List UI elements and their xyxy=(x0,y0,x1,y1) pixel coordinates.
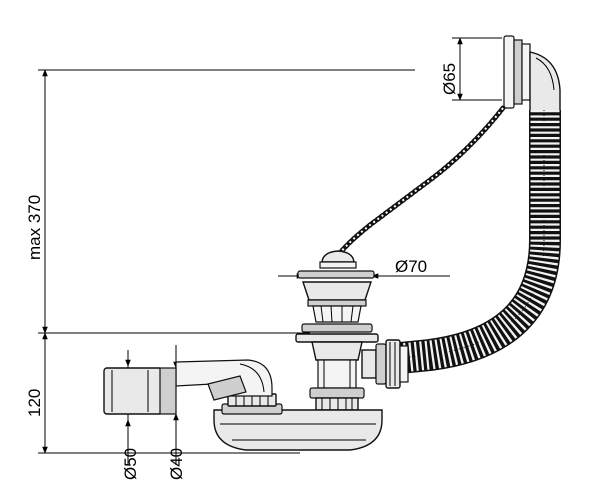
waste-body xyxy=(295,281,379,411)
plug-diameter-label: Ø70 xyxy=(395,257,427,276)
overflow-diameter-label: Ø65 xyxy=(440,63,459,95)
outlet-pipe xyxy=(103,367,177,415)
max-height-label: max 370 xyxy=(25,195,44,260)
outlet-inner-diameter-label: Ø40 xyxy=(167,448,186,480)
waste-height-label: 120 xyxy=(25,389,44,417)
overflow-connector xyxy=(361,339,409,389)
trap-base xyxy=(213,393,383,451)
outlet-elbow xyxy=(175,359,273,401)
dimension-plug-70: Ø70 xyxy=(278,257,450,279)
plug xyxy=(297,250,375,279)
chain xyxy=(335,105,506,259)
dimension-max-370: max 370 xyxy=(25,69,415,334)
overflow-head xyxy=(503,35,561,113)
corrugated-hose xyxy=(398,110,561,374)
dimension-120: 120 xyxy=(25,332,300,454)
outlet-outer-diameter-label: Ø50 xyxy=(121,448,140,480)
dimension-overflow-65: Ø65 xyxy=(440,37,502,101)
